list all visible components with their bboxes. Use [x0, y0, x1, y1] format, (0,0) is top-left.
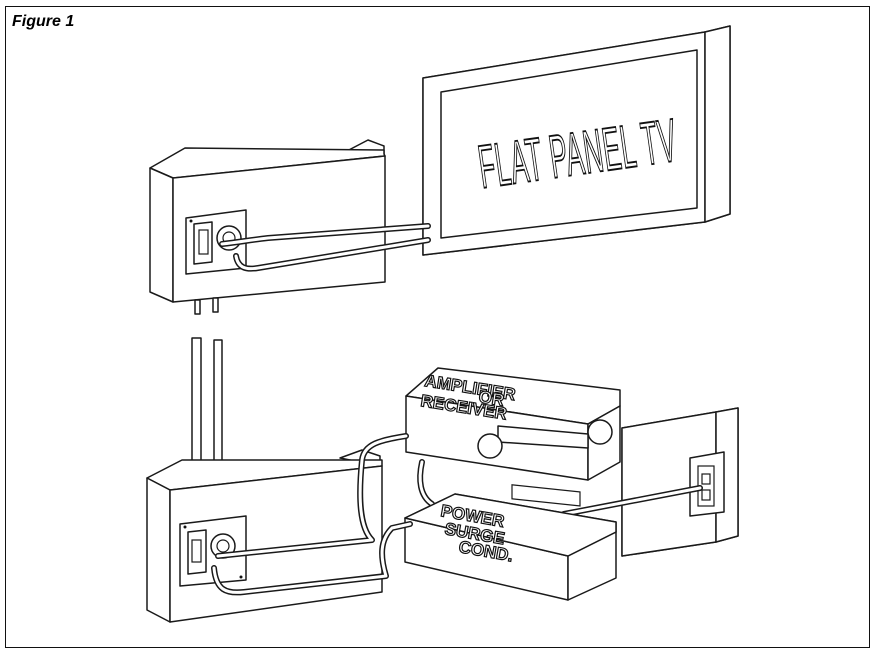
flat-panel-tv: FLAT PANEL TV	[422, 25, 731, 256]
lower-wall-plate	[179, 515, 247, 587]
amplifier-receiver	[405, 367, 621, 507]
surge-label: POWER SURGE COND.	[439, 501, 515, 566]
amplifier-label-line-2: OR	[477, 387, 505, 410]
surge-top-face	[404, 493, 617, 557]
right-wall-panel	[621, 407, 739, 557]
lower-cables	[211, 433, 703, 596]
figure-title: Figure 1	[12, 13, 75, 30]
figure-frame	[5, 6, 870, 648]
upper-cables	[219, 223, 431, 272]
